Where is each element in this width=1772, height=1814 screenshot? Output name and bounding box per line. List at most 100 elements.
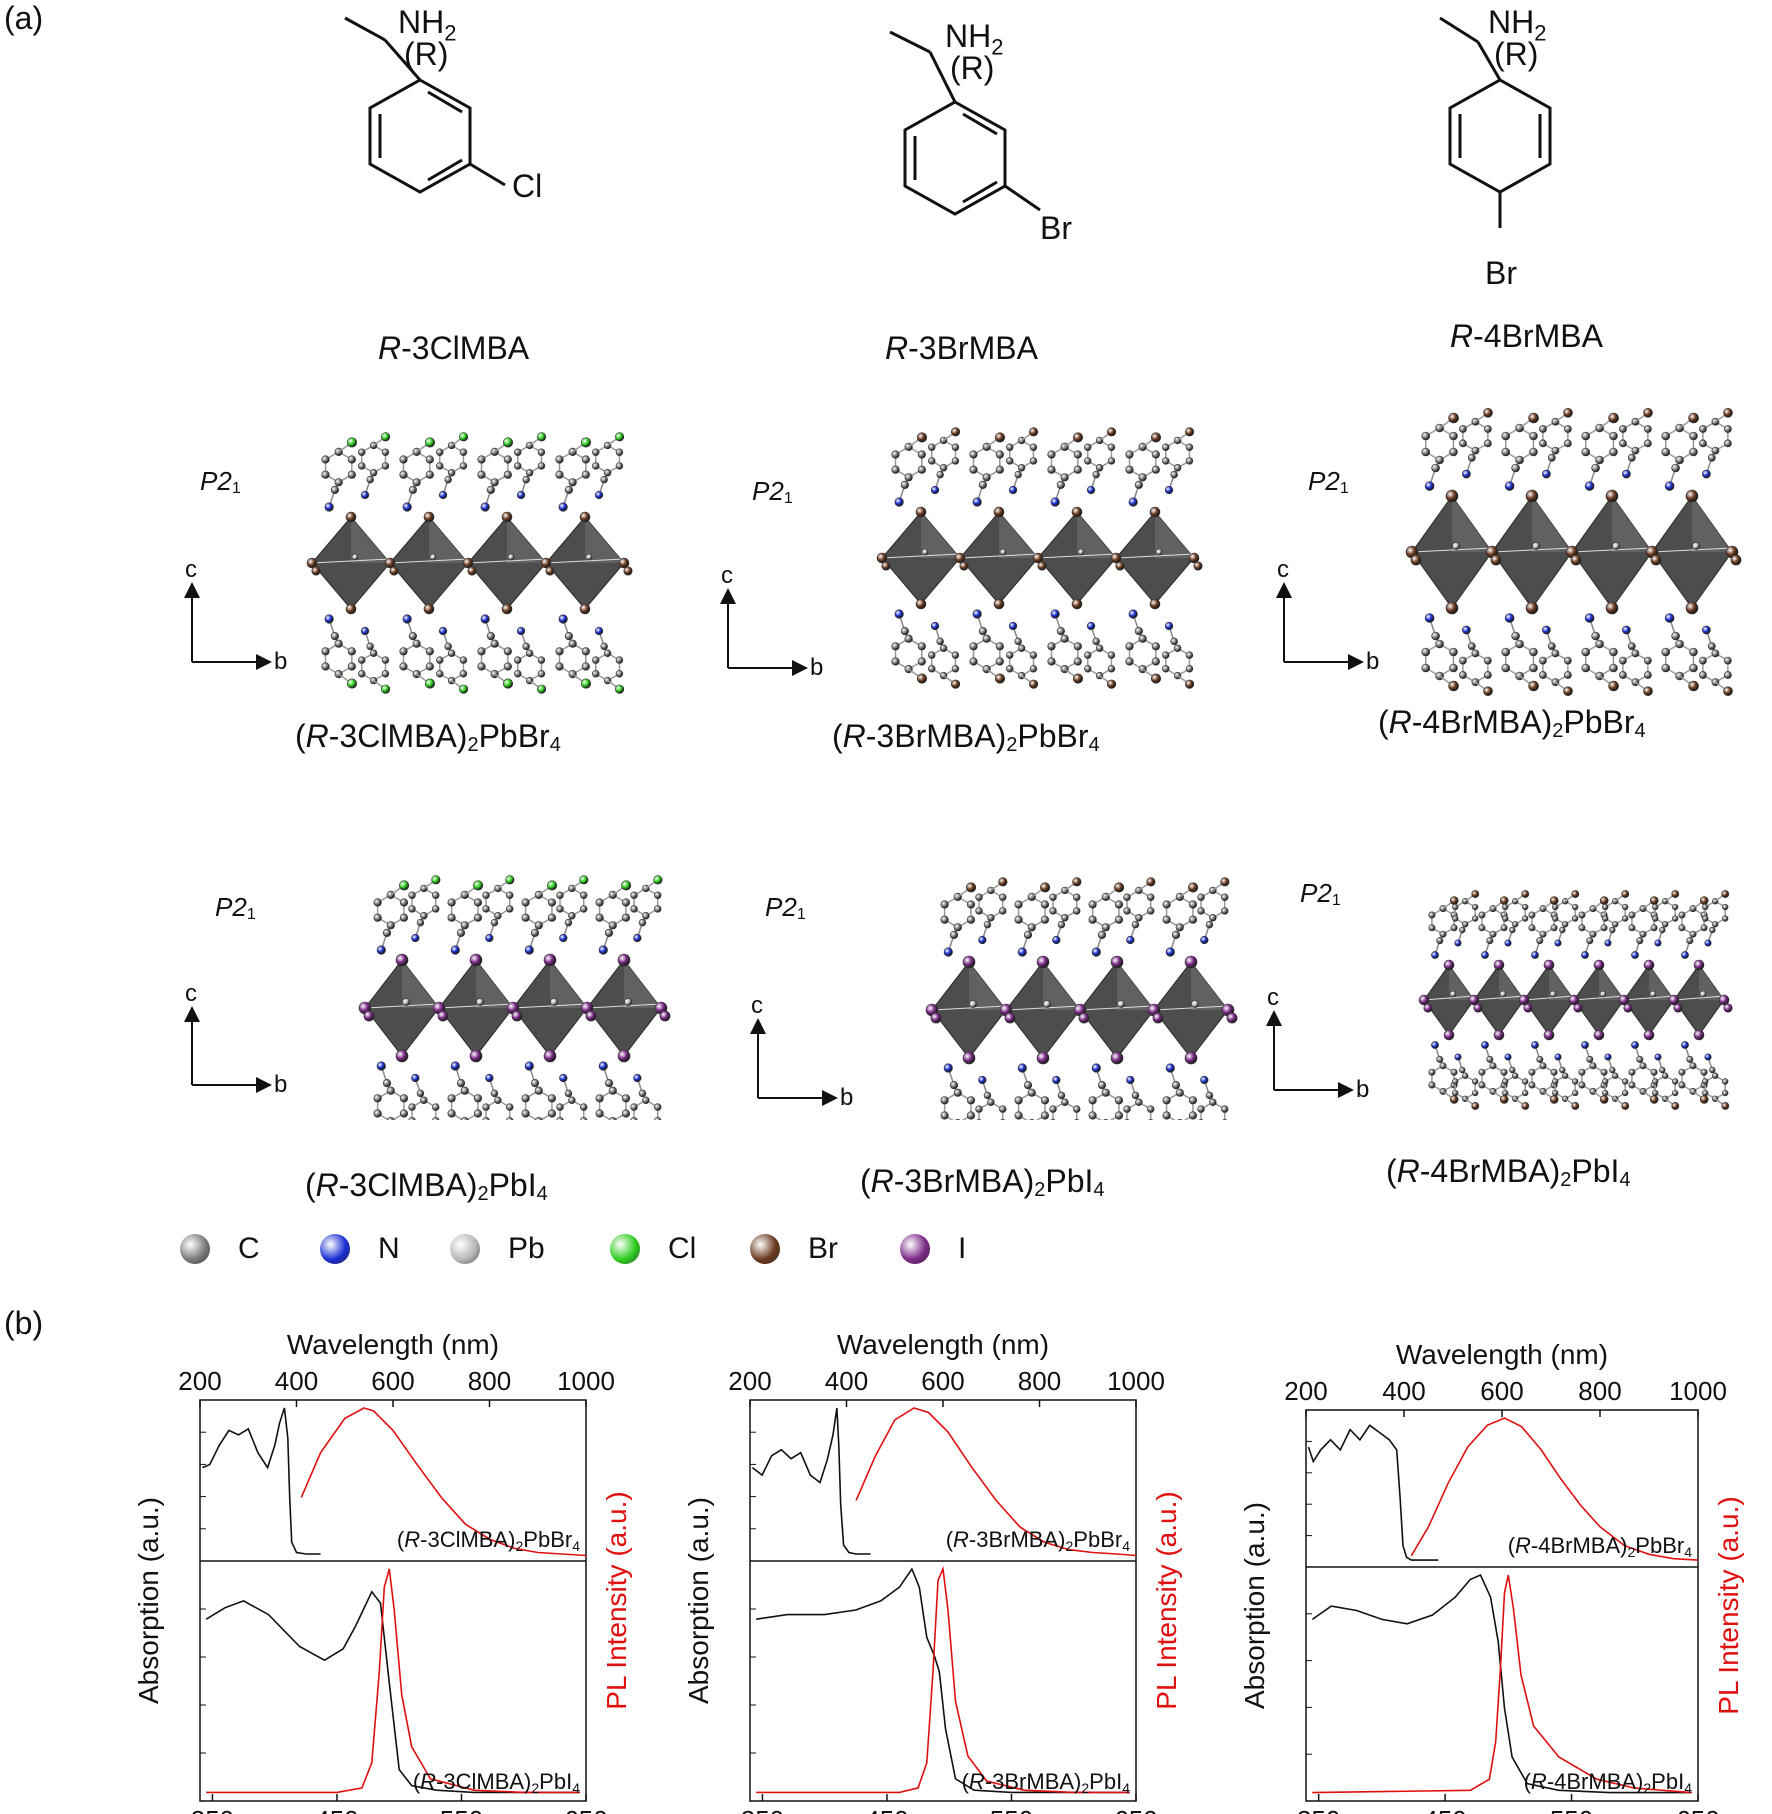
absorption-curve-bottom [205,1590,580,1794]
atom-br [306,557,318,569]
atom-c [1209,1098,1217,1106]
atom-c [604,1078,614,1088]
atom-c [420,1096,428,1104]
atom-br [1150,673,1162,684]
atom-c [1563,671,1572,679]
top-tick-label: 800 [1018,1366,1061,1396]
atom-c [568,639,577,648]
top-tick-label: 200 [728,1366,771,1396]
axis-c-4: c [185,980,197,1007]
left-axis-title: Absorption (a.u.) [683,1497,714,1704]
atom-c [653,1103,662,1111]
atom-c [1428,1068,1436,1076]
atom-pb [1699,990,1707,998]
bottom-tick-label: 550 [1550,1805,1593,1814]
atom-c [447,898,456,907]
amine-label-1: NH2 [398,4,457,46]
atom-c [1486,1055,1494,1063]
atom-c [1435,639,1444,649]
bottom-tick-label: 450 [1423,1805,1466,1814]
atom-c [1478,911,1486,919]
atom-c [521,1094,530,1103]
atom-c [399,1109,409,1118]
atom-c [373,1094,382,1103]
atom-pb [429,553,437,561]
atom-c [1529,431,1538,441]
atom-c [564,918,573,927]
atom-n [360,626,370,636]
atom-i [363,1010,375,1022]
atom-c [579,1103,588,1111]
atom-c [431,1103,440,1111]
atom-c [936,470,944,479]
top-tick-label: 400 [275,1366,318,1396]
atom-n [594,490,604,500]
atom-n [1622,625,1631,635]
atom-br [1490,554,1502,566]
atom-c [900,626,909,636]
atom-c [473,898,483,907]
atom-c [603,469,612,477]
atom-n [943,1063,953,1073]
atom-c [1114,915,1124,924]
atom-i [1623,1003,1633,1013]
atom-c [1578,1068,1586,1076]
atom-c [1571,1078,1579,1085]
atom-c [1621,915,1629,922]
atom-c [1220,907,1229,915]
atom-c [1619,439,1627,448]
atom-i [1493,1029,1505,1041]
atom-c [1188,1096,1198,1105]
atom-c [1581,647,1591,657]
atom-c [382,928,392,938]
atom-i [1004,1012,1016,1024]
absorption-curve-bottom [1311,1573,1692,1794]
atom-c [321,470,330,479]
atom-c [1459,439,1467,448]
atom-cl [502,678,514,689]
atom-pb [969,1000,977,1008]
atom-c [1428,1081,1436,1089]
atom-c [621,1109,631,1118]
atom-c [978,626,987,636]
atom-c [998,1105,1007,1113]
legend-dot [610,1234,640,1264]
top-tick-label: 1000 [1107,1366,1165,1396]
panel-a-label: (a) [4,0,44,36]
atom-br [959,561,969,571]
atom-c [1662,1072,1669,1079]
compound-label-5: (R-3BrMBA)2PbI4 [860,1163,1105,1201]
atom-n [1554,939,1562,947]
atom-i [1473,1003,1483,1013]
atom-c [891,642,900,651]
atom-n [943,947,953,957]
atom-n [972,609,982,619]
atom-i [1468,994,1480,1006]
atom-br [1528,412,1539,424]
atom-c [581,455,590,464]
atom-c [1559,1066,1566,1074]
atom-br [993,506,1005,518]
atom-c [1014,637,1022,646]
atom-c [1550,924,1558,932]
atom-c [595,898,604,907]
atom-c [1061,914,1069,922]
atom-br [1549,1095,1559,1104]
atom-br [954,552,966,564]
atom-br [1184,679,1195,689]
atom-c [1586,1055,1594,1063]
atom-c [1512,1072,1519,1079]
atom-pb [1532,542,1540,550]
atom-c [1162,651,1170,659]
atom-n [1017,947,1027,957]
atom-c [966,915,976,924]
atom-c [1107,457,1116,465]
atom-c [1723,671,1732,679]
atom-br [462,557,474,569]
atom-c [654,1117,662,1120]
bottom-tick-label: 650 [1114,1805,1157,1814]
atom-c [547,913,557,922]
atom-c [525,469,534,477]
atom-br [916,432,928,443]
atom-n [1604,1053,1612,1061]
